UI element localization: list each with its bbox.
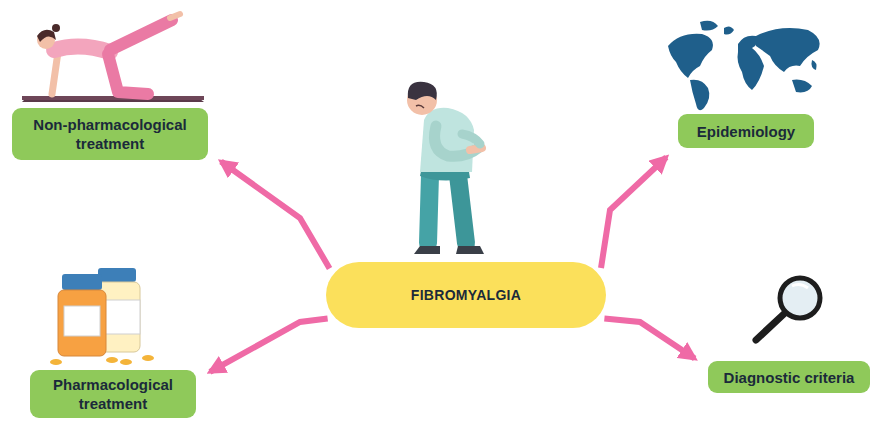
arrow-connector xyxy=(210,319,328,372)
world-map xyxy=(668,21,820,111)
category-label: Non-pharmacological treatment xyxy=(12,108,208,160)
person-in-pain xyxy=(407,82,484,254)
pill-bottles xyxy=(50,268,154,365)
node-text: Non-pharmacological treatment xyxy=(22,115,198,153)
node-text: FIBROMYALGIA xyxy=(411,287,521,303)
node-text: Pharmacological treatment xyxy=(40,375,186,413)
magnifier xyxy=(756,278,820,340)
arrow-connector xyxy=(601,157,666,268)
central-pill: FIBROMYALGIA xyxy=(326,262,606,328)
arrow-connector xyxy=(221,162,330,269)
category-label: Epidemiology xyxy=(678,114,814,148)
category-label: Pharmacological treatment xyxy=(30,370,196,418)
yoga-figure xyxy=(22,14,204,102)
category-label: Diagnostic criteria xyxy=(708,361,870,393)
arrow-connector xyxy=(604,318,694,358)
node-text: Diagnostic criteria xyxy=(724,368,855,387)
node-text: Epidemiology xyxy=(697,122,795,141)
